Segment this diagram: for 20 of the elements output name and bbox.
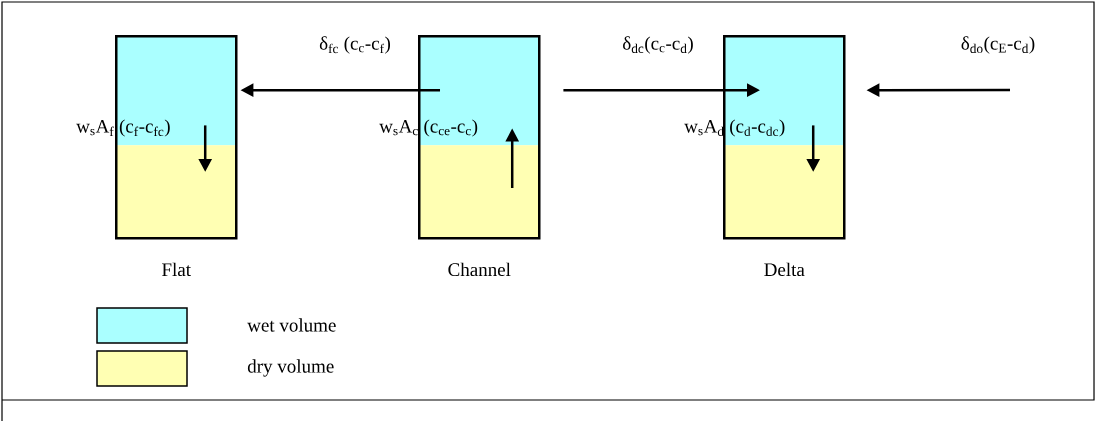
edge-label: δ$_{fc}$ (c$_{c}$-c$_{f}$) <box>319 36 390 54</box>
legend-label: dry volume <box>247 359 334 377</box>
edge-label: δ$_{dc}$(c$_{c}$-c$_{d}$) <box>623 36 693 54</box>
tank-name: Delta <box>764 262 805 277</box>
tank-outline <box>723 35 846 240</box>
dry-volume <box>723 145 844 238</box>
edge-label: δ$_{do}$(c$_{E}$-c$_{d}$) <box>961 36 1035 54</box>
edge-label: w$_{s}$A$_{d}$ (c$_{d}$-c$_{dc}$) <box>684 119 785 137</box>
dry-volume <box>418 145 539 238</box>
tank-name: Flat <box>162 262 191 277</box>
wet-volume <box>115 35 236 146</box>
wet-volume <box>418 35 539 146</box>
wet-volume <box>723 35 844 146</box>
tank-name: Channel <box>448 262 511 277</box>
tank-outline <box>115 35 238 240</box>
legend-label: wet volume <box>247 318 336 332</box>
tank-outline <box>418 35 541 240</box>
edge-label: w$_{s}$A$_{f}$ (c$_{f}$-c$_{fc}$) <box>76 119 170 137</box>
edge-label: w$_{s}$A$_{c}$ (c$_{ce}$-c$_{c}$) <box>379 119 478 137</box>
dry-volume <box>115 145 236 238</box>
